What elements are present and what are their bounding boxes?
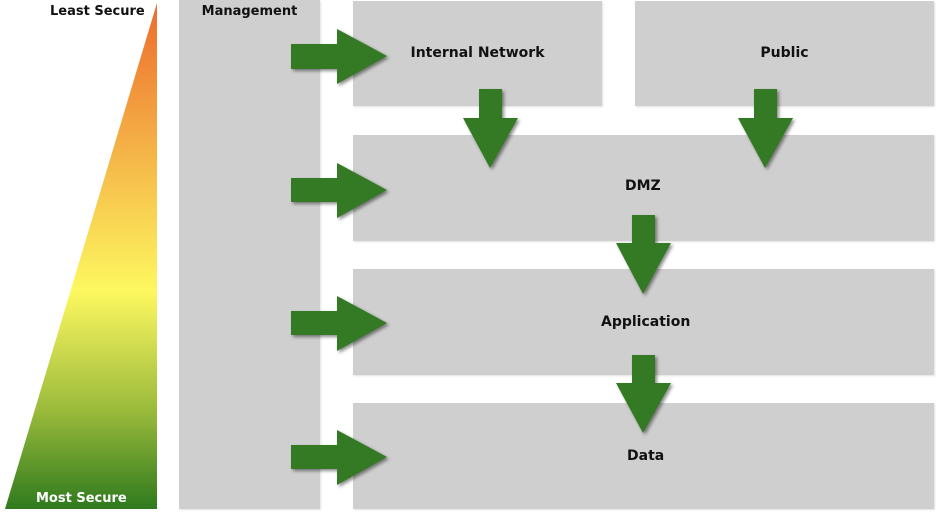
most-secure-label: Most Secure xyxy=(36,491,127,506)
least-secure-label: Least Secure xyxy=(50,4,145,19)
management-zone: Management xyxy=(179,0,320,509)
arrow-right-icon xyxy=(291,163,387,218)
public-zone: Public xyxy=(635,1,934,106)
arrow-down-icon xyxy=(616,355,671,433)
arrow-down-icon xyxy=(738,89,793,168)
arrow-right-icon xyxy=(291,29,387,84)
management-label: Management xyxy=(201,4,298,19)
arrow-down-icon xyxy=(616,215,671,294)
data-label: Data xyxy=(627,448,665,464)
internal-network-label: Internal Network xyxy=(410,45,545,61)
security-gradient-triangle xyxy=(5,3,157,509)
arrow-right-icon xyxy=(291,296,387,351)
internal-network-zone: Internal Network xyxy=(353,1,602,106)
public-label: Public xyxy=(760,45,809,61)
dmz-label: DMZ xyxy=(625,178,661,194)
application-label: Application xyxy=(601,314,691,330)
arrow-down-icon xyxy=(463,89,518,168)
arrow-right-icon xyxy=(291,430,387,485)
